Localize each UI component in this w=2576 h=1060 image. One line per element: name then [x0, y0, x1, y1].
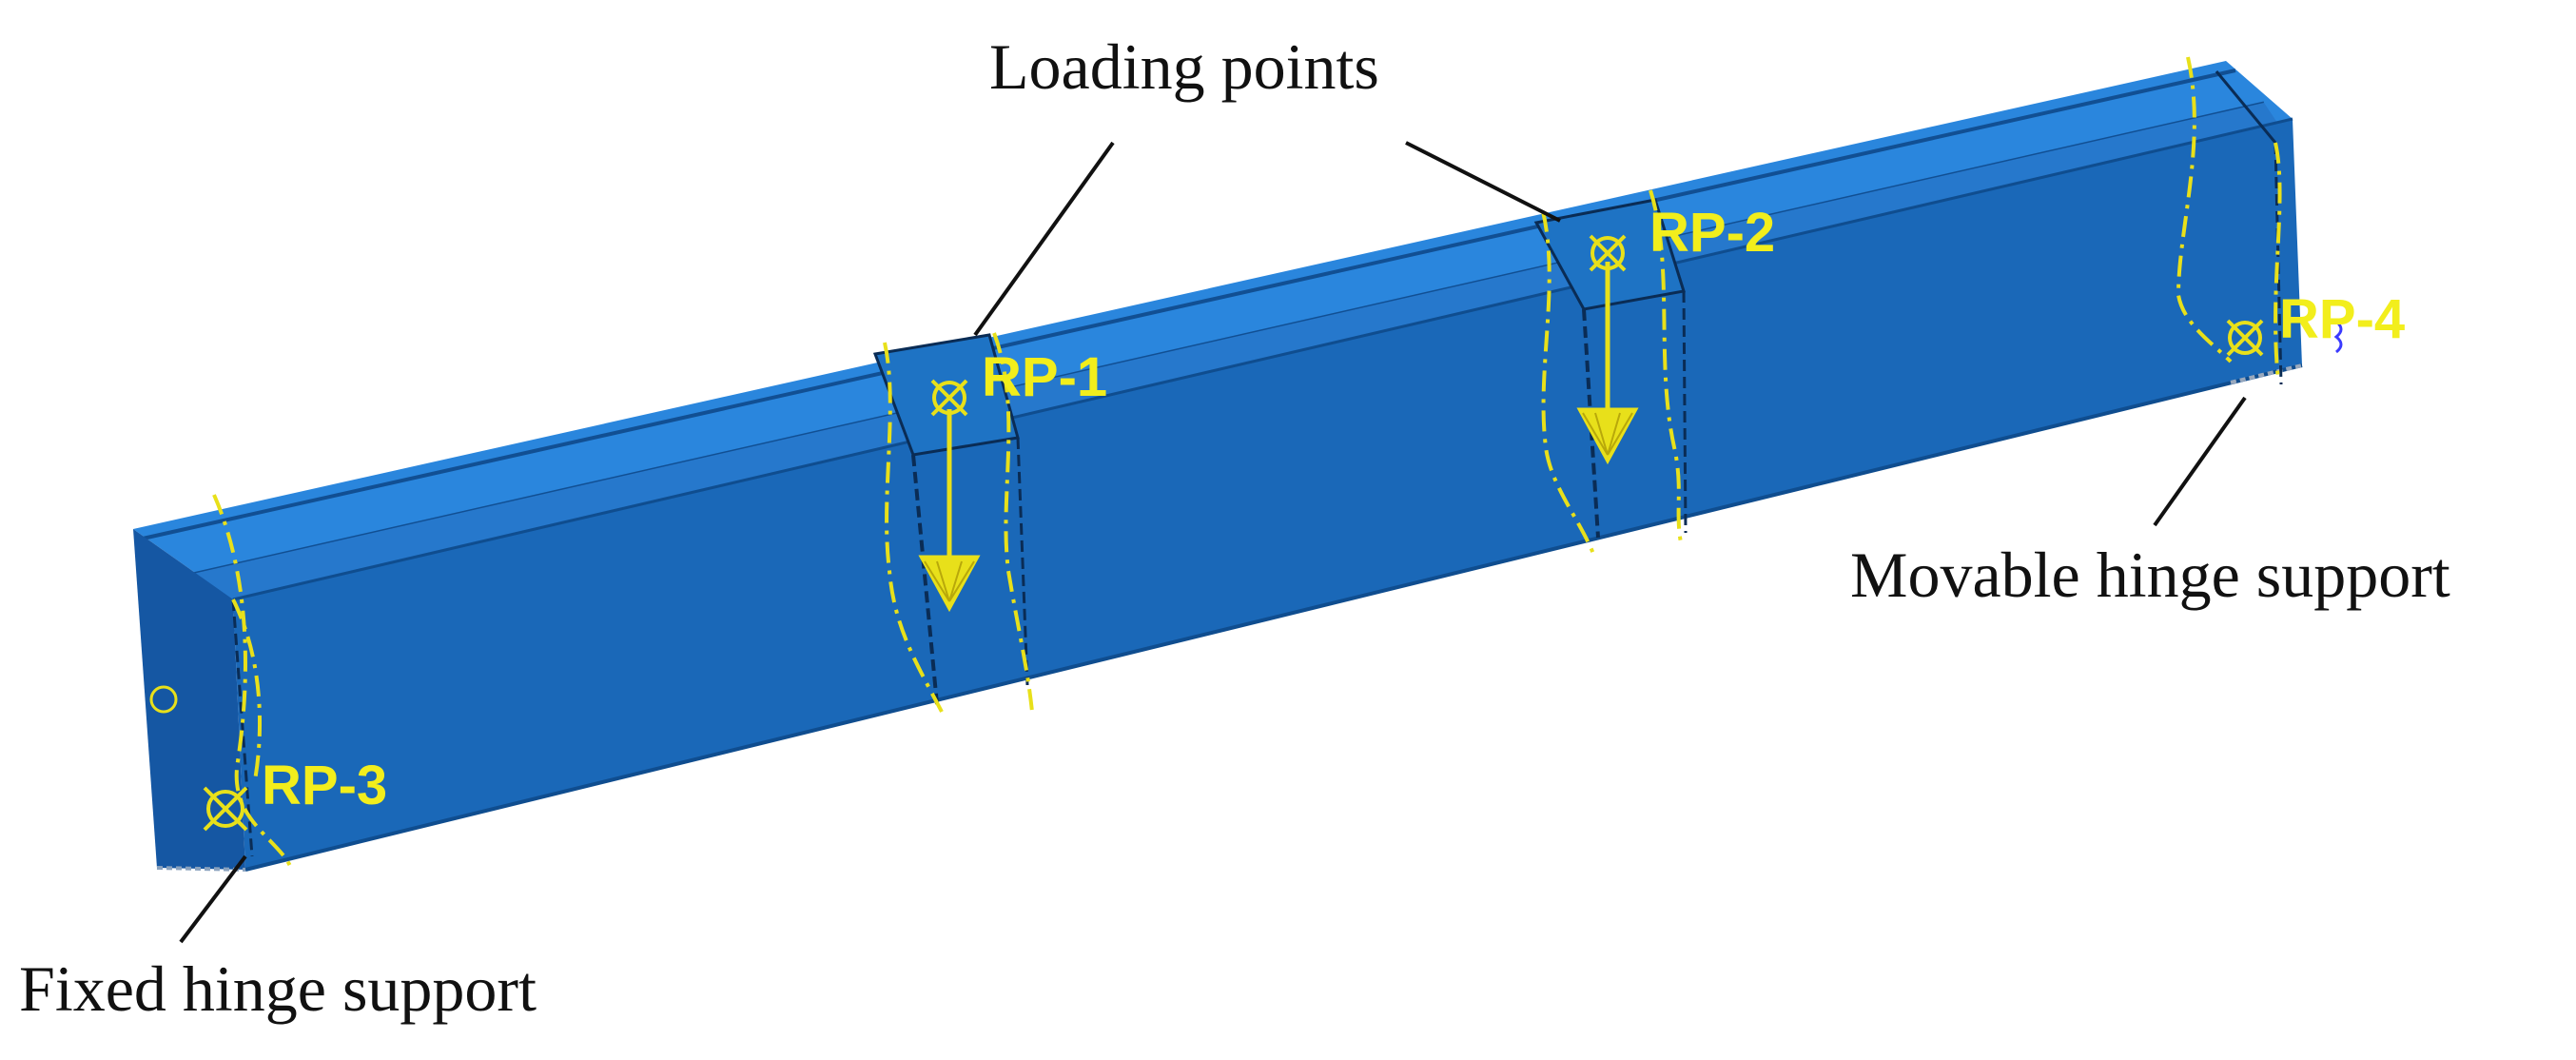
loading-points-label: Loading points	[989, 30, 1379, 103]
rp4-boundary-icon	[2333, 320, 2343, 354]
rp4-label: RP-4	[2279, 288, 2405, 350]
beam-left-end	[133, 529, 245, 870]
leader-line-load-2	[1405, 141, 1561, 223]
support-marker-icon	[149, 685, 178, 714]
steel-beam	[133, 61, 2303, 872]
leader-line-fixed	[179, 854, 247, 944]
constraint-curves	[212, 56, 2282, 867]
load-arrow-1	[918, 409, 981, 613]
rp1-label: RP-1	[982, 346, 1107, 408]
rp3-label: RP-3	[262, 755, 387, 816]
rp3-symbol-icon	[203, 786, 248, 832]
rp2-symbol-icon	[1589, 234, 1627, 272]
rp4-symbol-icon	[2226, 319, 2264, 357]
movable-support-label: Movable hinge support	[1850, 539, 2450, 611]
rp2-label: RP-2	[1649, 202, 1775, 264]
fixed-support-label: Fixed hinge support	[19, 952, 537, 1025]
leader-line-load-1	[973, 141, 1115, 337]
rp1-symbol-icon	[930, 379, 968, 417]
beam-front-web	[233, 119, 2302, 870]
leader-line-movable	[2153, 396, 2247, 527]
load-arrow-2	[1576, 262, 1639, 465]
